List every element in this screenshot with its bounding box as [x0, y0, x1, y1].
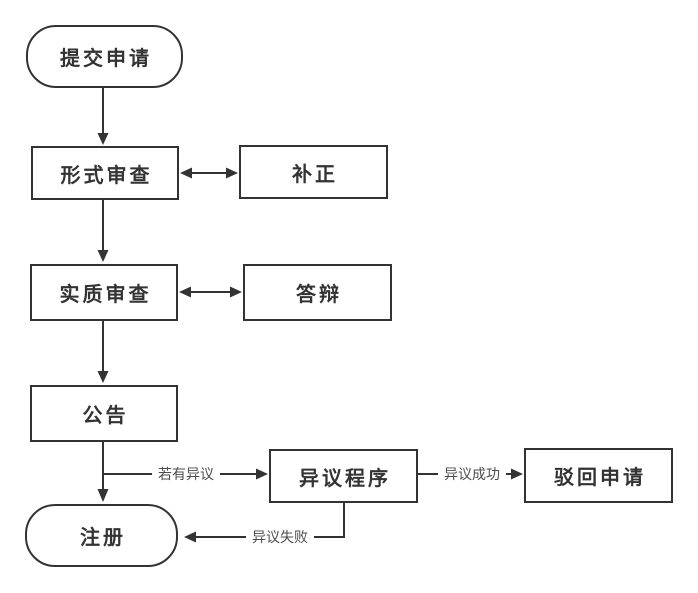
connector-formal-review-correction [180, 167, 238, 179]
connector-substantive-defense [179, 286, 242, 298]
node-defense-label: 答辩 [296, 284, 342, 306]
connector-formal-to-substantive [97, 200, 109, 262]
node-announcement-label: 公告 [82, 405, 129, 427]
edge-label-if-opposition: 若有异议 [152, 465, 220, 483]
node-opposition-procedure: 异议程序 [269, 449, 418, 503]
node-defense: 答辩 [243, 264, 392, 321]
node-submit-application: 提交申请 [26, 25, 183, 88]
node-reject-application-label: 驳回申请 [554, 467, 646, 489]
node-substantive-review-label: 实质审查 [59, 284, 152, 306]
node-registration: 注册 [25, 504, 178, 567]
node-correction: 补正 [239, 145, 388, 199]
connector-announcement-to-registration [97, 442, 109, 502]
edge-label-opposition-success: 异议成功 [438, 465, 506, 483]
node-registration-label: 注册 [80, 527, 126, 549]
edge-label-opposition-failure: 异议失败 [246, 528, 314, 546]
connector-submit-to-formal-review [97, 88, 109, 145]
node-reject-application: 驳回申请 [524, 448, 673, 503]
node-formal-review-label: 形式审查 [60, 164, 153, 187]
node-opposition-procedure-label: 异议程序 [299, 467, 391, 490]
node-formal-review: 形式审查 [31, 146, 179, 200]
node-substantive-review: 实质审查 [30, 264, 178, 321]
node-announcement: 公告 [30, 385, 178, 442]
node-submit-application-label: 提交申请 [60, 48, 152, 70]
node-correction-label: 补正 [292, 163, 338, 186]
connector-opposition-to-registration [184, 503, 345, 543]
connector-substantive-to-announcement [97, 321, 109, 383]
